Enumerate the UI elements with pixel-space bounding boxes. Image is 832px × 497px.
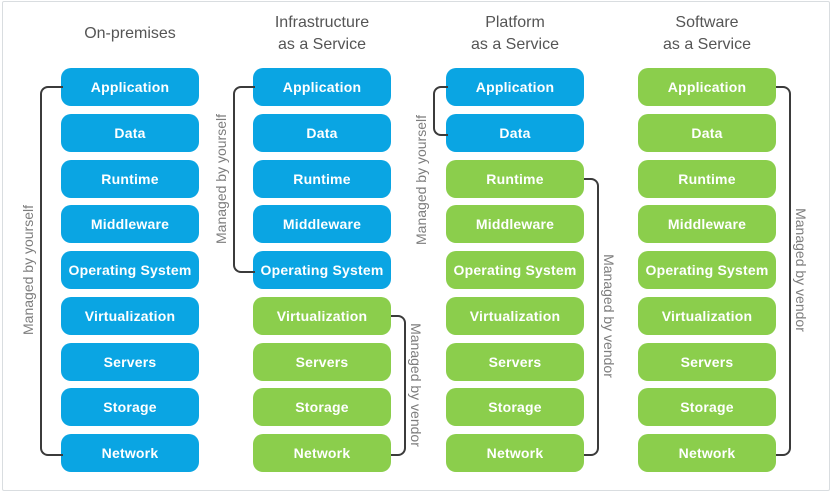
layer-box-data: Data (638, 114, 776, 152)
column-title-line: On-premises (84, 25, 176, 42)
layer-box-virtualization: Virtualization (638, 297, 776, 335)
bracket-iaas-right (391, 315, 406, 456)
bracket-paas-left (433, 86, 448, 136)
layer-box-runtime: Runtime (638, 160, 776, 198)
column-title-on-premises: On-premises (45, 12, 215, 56)
layer-box-servers: Servers (61, 343, 199, 381)
layer-box-application: Application (253, 68, 391, 106)
layer-box-middleware: Middleware (446, 205, 584, 243)
column-title-saas: Software as a Service (622, 12, 792, 56)
column-title-iaas: Infrastructure as a Service (237, 12, 407, 56)
column-title-line: Infrastructure (274, 14, 370, 31)
layer-box-virtualization: Virtualization (253, 297, 391, 335)
layer-box-servers: Servers (446, 343, 584, 381)
layer-box-middleware: Middleware (638, 205, 776, 243)
layer-box-storage: Storage (61, 388, 199, 426)
layer-box-storage: Storage (446, 388, 584, 426)
layer-box-operating-system: Operating System (61, 251, 199, 289)
bracket-on-premises-left (40, 86, 63, 456)
bracket-saas-right (776, 86, 791, 456)
column-title-line: as a Service (662, 36, 752, 53)
bracket-label-iaas-left: Managed by yourself (213, 113, 229, 244)
layer-box-operating-system: Operating System (446, 251, 584, 289)
column-title-line: Platform (485, 14, 545, 31)
bracket-paas-right (584, 178, 599, 456)
layer-box-runtime: Runtime (61, 160, 199, 198)
layer-box-storage: Storage (253, 388, 391, 426)
layer-box-network: Network (61, 434, 199, 472)
layer-box-operating-system: Operating System (638, 251, 776, 289)
layer-box-data: Data (61, 114, 199, 152)
layer-box-application: Application (61, 68, 199, 106)
layer-box-runtime: Runtime (446, 160, 584, 198)
bracket-label-on-premises-left: Managed by yourself (20, 205, 36, 335)
layer-box-servers: Servers (638, 343, 776, 381)
layer-box-network: Network (446, 434, 584, 472)
layer-box-middleware: Middleware (253, 205, 391, 243)
layer-box-application: Application (638, 68, 776, 106)
layer-box-storage: Storage (638, 388, 776, 426)
layer-box-virtualization: Virtualization (61, 297, 199, 335)
bracket-iaas-left (233, 86, 255, 273)
layer-box-data: Data (446, 114, 584, 152)
layer-box-servers: Servers (253, 343, 391, 381)
layer-box-data: Data (253, 114, 391, 152)
column-title-line: as a Service (470, 36, 560, 53)
layer-box-network: Network (638, 434, 776, 472)
bracket-label-paas-right: Managed by vendor (601, 254, 617, 378)
column-title-line: Software (675, 14, 739, 31)
layer-box-runtime: Runtime (253, 160, 391, 198)
column-title-paas: Platform as a Service (430, 12, 600, 56)
bracket-label-iaas-right: Managed by vendor (408, 322, 424, 447)
layer-box-network: Network (253, 434, 391, 472)
layer-box-application: Application (446, 68, 584, 106)
layer-box-operating-system: Operating System (253, 251, 391, 289)
bracket-label-paas-left: Managed by yourself (413, 115, 429, 245)
layer-box-virtualization: Virtualization (446, 297, 584, 335)
column-title-line: as a Service (277, 36, 367, 53)
bracket-label-saas-right: Managed by vendor (793, 208, 809, 332)
layer-box-middleware: Middleware (61, 205, 199, 243)
